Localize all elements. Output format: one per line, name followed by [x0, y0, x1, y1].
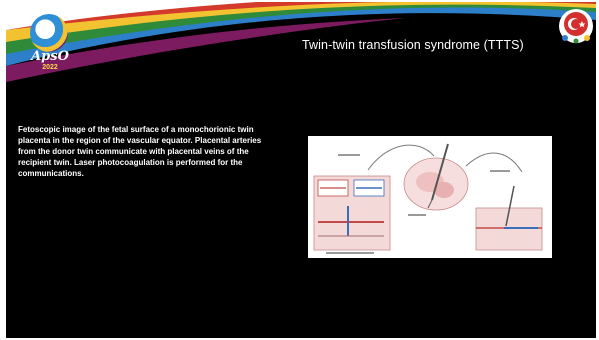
- slide: ApsO 2022 Twin-twin transfusion syndrome…: [6, 2, 596, 338]
- slide-body-text: Fetoscopic image of the fetal surface of…: [18, 124, 268, 179]
- logo-year: 2022: [24, 64, 76, 71]
- apso-logo: ApsO 2022: [24, 14, 76, 76]
- apso-logo-icon: [30, 14, 68, 52]
- placenta-illustration: [308, 136, 552, 258]
- slide-title: Twin-twin transfusion syndrome (TTTS): [302, 38, 524, 52]
- logo-text: ApsO: [24, 50, 76, 63]
- ttts-diagram-image: [308, 136, 552, 258]
- turkey-flag-icon: [558, 8, 594, 44]
